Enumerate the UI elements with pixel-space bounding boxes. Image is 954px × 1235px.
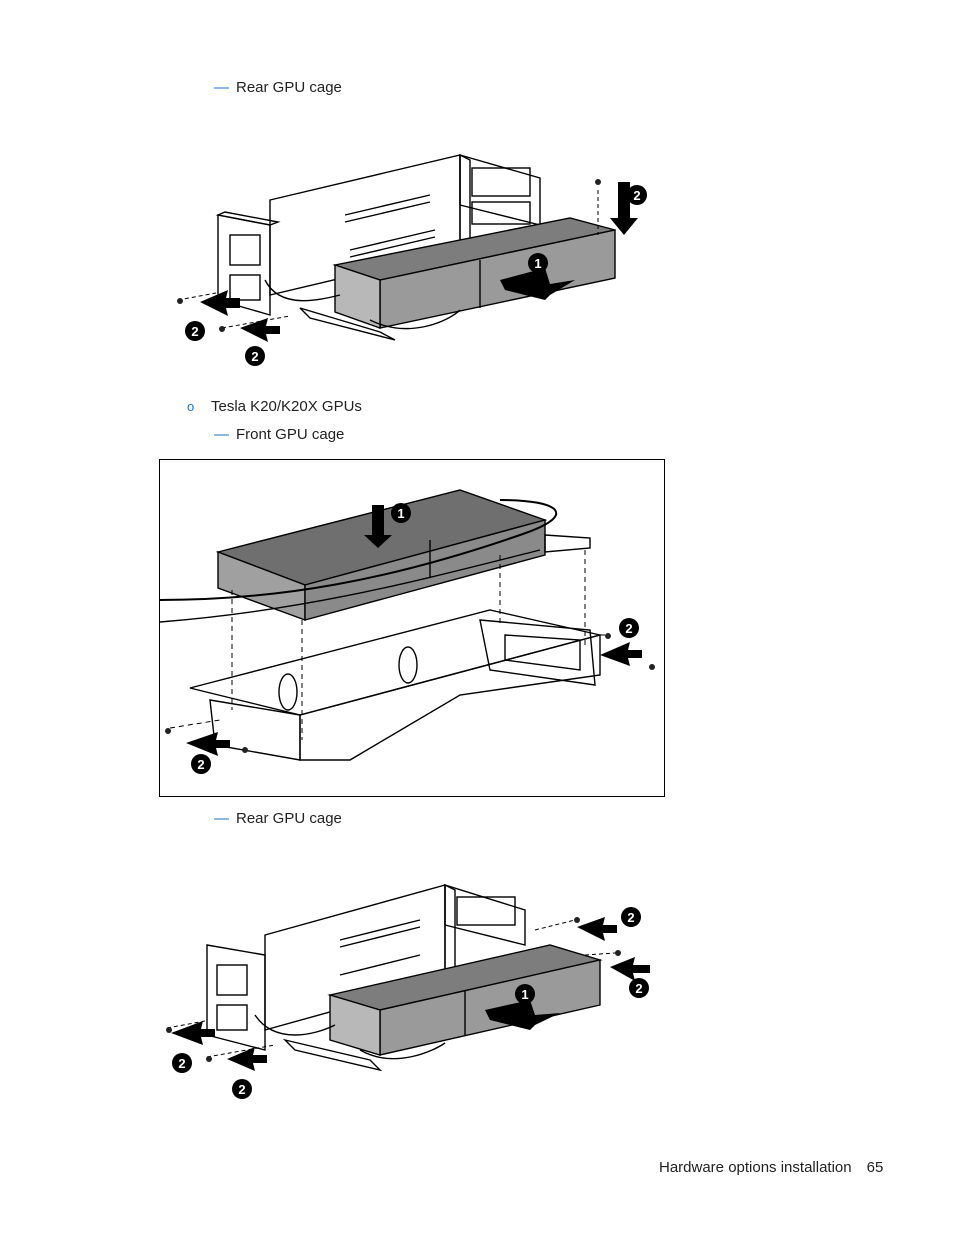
- front-gpu-cage-figure: 1 2 2: [159, 459, 665, 797]
- dash-marker: —: [214, 79, 229, 96]
- callout-1: 1: [391, 503, 411, 523]
- svg-text:2: 2: [197, 757, 204, 772]
- callout-2: 2: [191, 754, 211, 774]
- callout-1: 1: [515, 984, 535, 1004]
- svg-text:2: 2: [625, 621, 632, 636]
- callout-2: 2: [619, 618, 639, 638]
- list-item-front-gpu-cage: — Front GPU cage: [214, 426, 344, 444]
- svg-text:2: 2: [191, 324, 198, 339]
- rear-gpu-cage-illustration-1: 1 2 2 2: [177, 153, 647, 366]
- callout-2: 2: [629, 978, 649, 998]
- rear-gpu-cage-illustration-2: 1 2 2 2 2: [166, 883, 650, 1099]
- callout-2: 2: [627, 185, 647, 205]
- footer-section-title: Hardware options installation: [659, 1159, 852, 1176]
- item-label: Rear GPU cage: [236, 810, 342, 827]
- svg-text:2: 2: [635, 981, 642, 996]
- svg-text:1: 1: [397, 506, 404, 521]
- bullet-marker: o: [187, 399, 195, 414]
- svg-text:2: 2: [251, 349, 258, 364]
- item-label: Front GPU cage: [236, 426, 345, 443]
- list-item-rear-gpu-cage-2: — Rear GPU cage: [214, 810, 342, 828]
- callout-2: 2: [621, 907, 641, 927]
- svg-text:2: 2: [627, 910, 634, 925]
- item-label: Tesla K20/K20X GPUs: [211, 398, 362, 415]
- callout-2: 2: [172, 1053, 192, 1073]
- dash-marker: —: [214, 810, 229, 827]
- svg-text:2: 2: [178, 1056, 185, 1071]
- item-label: Rear GPU cage: [236, 79, 342, 96]
- list-item-rear-gpu-cage-1: — Rear GPU cage: [214, 79, 342, 97]
- svg-text:1: 1: [521, 987, 528, 1002]
- callout-1: 1: [528, 253, 548, 273]
- dash-marker: —: [214, 426, 229, 443]
- list-item-tesla-gpus: o Tesla K20/K20X GPUs: [187, 398, 362, 416]
- callout-2: 2: [245, 346, 265, 366]
- callout-2: 2: [232, 1079, 252, 1099]
- page-number: 65: [866, 1159, 884, 1176]
- front-gpu-cage-illustration: 1 2 2: [159, 489, 655, 774]
- page-footer: Hardware options installation 65: [659, 1159, 883, 1177]
- callout-2: 2: [185, 321, 205, 341]
- svg-text:2: 2: [633, 188, 640, 203]
- svg-text:2: 2: [238, 1082, 245, 1097]
- svg-text:1: 1: [534, 256, 541, 271]
